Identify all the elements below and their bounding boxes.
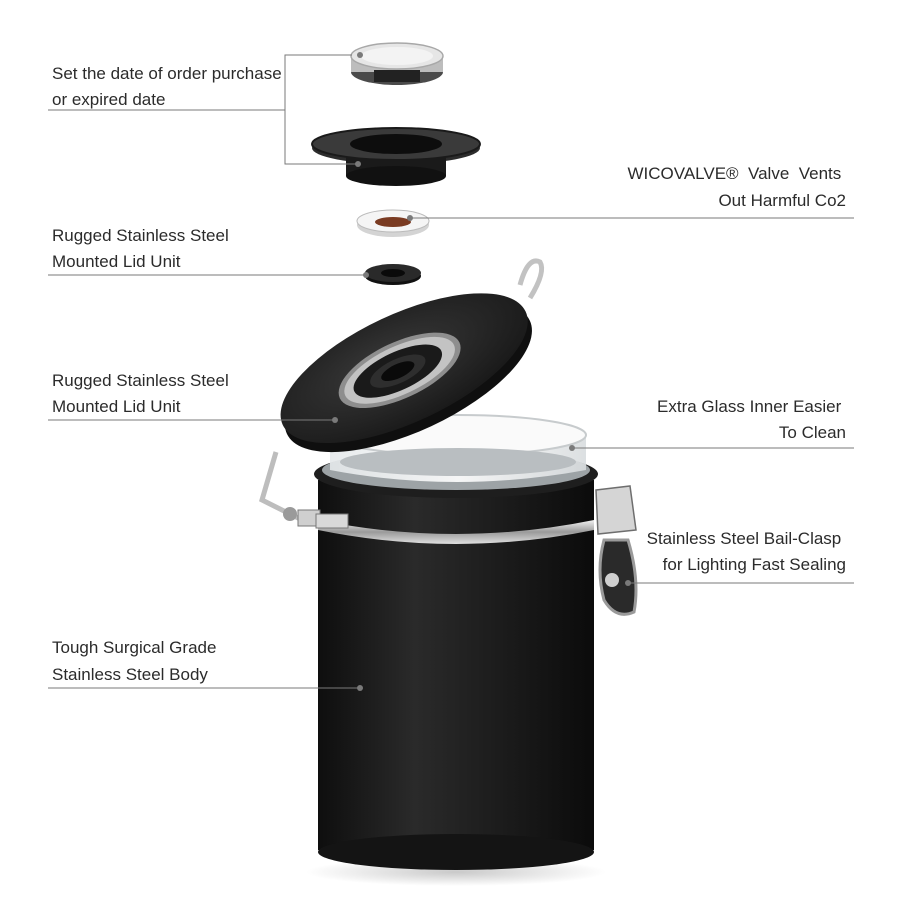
label-clasp: Stainless Steel Bail-Clasp for Lighting … xyxy=(647,529,846,574)
valve-part xyxy=(356,209,430,237)
label-lid-unit-1-line-2: Mounted Lid Unit xyxy=(52,252,181,271)
label-glass: Extra Glass Inner Easier To Clean xyxy=(657,397,846,442)
label-date-dial: Set the date of order purchase or expire… xyxy=(52,64,286,109)
label-lid-unit-2-line-2: Mounted Lid Unit xyxy=(52,397,181,416)
label-clasp-line-1: Stainless Steel Bail-Clasp xyxy=(647,529,842,548)
leader-dots xyxy=(332,52,631,691)
label-lid-unit-1: Rugged Stainless Steel Mounted Lid Unit xyxy=(52,226,233,271)
label-valve-line-1: WICOVALVE® Valve Vents xyxy=(627,164,841,183)
date-dial-part xyxy=(350,42,444,85)
leader-lines xyxy=(48,54,854,689)
label-lid-unit-2: Rugged Stainless Steel Mounted Lid Unit xyxy=(52,371,233,416)
label-glass-line-1: Extra Glass Inner Easier xyxy=(657,397,842,416)
label-date-dial-line-1: Set the date of order purchase xyxy=(52,64,282,83)
gasket-part xyxy=(365,264,421,285)
label-lid-unit-1-line-1: Rugged Stainless Steel xyxy=(52,226,229,245)
bail-clasp xyxy=(595,485,638,616)
canister-lid xyxy=(280,258,545,453)
leader-lid-ring xyxy=(284,110,358,165)
label-clasp-line-2: for Lighting Fast Sealing xyxy=(663,555,846,574)
canister-body xyxy=(314,450,598,870)
lid-ring-part xyxy=(311,127,481,186)
glass-inner xyxy=(329,414,587,482)
label-lid-unit-2-line-1: Rugged Stainless Steel xyxy=(52,371,229,390)
label-valve-line-2: Out Harmful Co2 xyxy=(718,191,846,210)
label-date-dial-line-2: or expired date xyxy=(52,90,165,109)
label-body: Tough Surgical Grade Stainless Steel Bod… xyxy=(52,638,221,684)
label-body-line-2: Stainless Steel Body xyxy=(52,665,208,684)
label-body-line-1: Tough Surgical Grade xyxy=(52,638,216,657)
label-valve: WICOVALVE® Valve Vents Out Harmful Co2 xyxy=(627,164,846,210)
leader-date-dial xyxy=(48,54,352,111)
hinge-left xyxy=(259,451,349,529)
label-glass-line-2: To Clean xyxy=(779,423,846,442)
